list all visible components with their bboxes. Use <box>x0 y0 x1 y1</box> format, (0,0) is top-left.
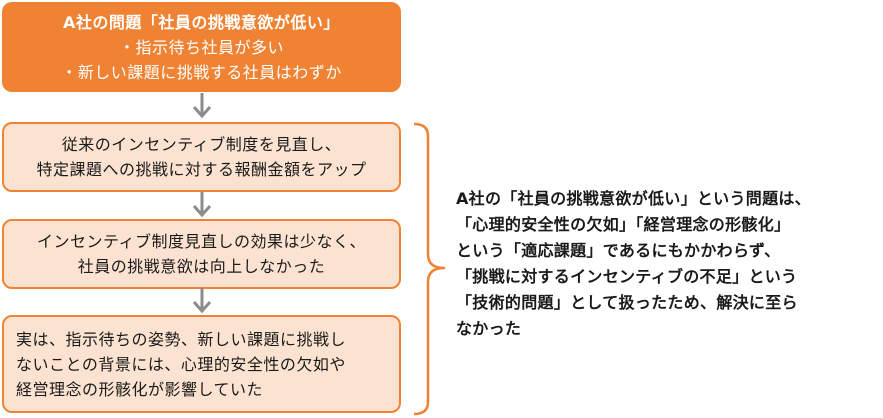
step-text-line: ないことの背景には、心理的安全性の欠如や <box>16 354 346 374</box>
summary-line: という「適応課題」であるにもかかわらず、 <box>456 241 781 260</box>
summary-line: なかった <box>456 319 522 338</box>
step-text-line: 実は、指示待ちの姿勢、新しい課題に挑戦し <box>16 329 347 349</box>
step-box-incentive-review: 従来のインセンティブ制度を見直し、 特定課題への挑戦に対する報酬金額をアップ <box>2 122 401 192</box>
down-arrow <box>192 288 212 314</box>
step-text-line: インセンティブ制度見直しの効果は少なく、 <box>36 232 367 251</box>
problem-point: ・新しい課題に挑戦する社員はわずか <box>61 62 342 82</box>
summary-line: A社の「社員の挑戦意欲が低い」という問題は、 <box>456 189 811 208</box>
problem-title: A社の問題「社員の挑戦意欲が低い」 <box>63 12 340 32</box>
right-curly-brace <box>413 122 446 416</box>
problem-point: ・指示待ち社員が多い <box>118 37 284 57</box>
down-arrow <box>192 192 212 218</box>
summary-line: 「挑戦に対するインセンティブの不足」という <box>456 267 798 286</box>
step-text-line: 特定課題への挑戦に対する報酬金額をアップ <box>36 160 367 179</box>
step-box-result: インセンティブ制度見直しの効果は少なく、 社員の挑戦意欲は向上しなかった <box>2 219 401 289</box>
summary-line: 「技術的問題」として扱ったため、解決に至ら <box>456 293 798 312</box>
step-text-line: 従来のインセンティブ制度を見直し、 <box>61 135 342 154</box>
down-arrow <box>192 93 212 119</box>
step-box-root-cause: 実は、指示待ちの姿勢、新しい課題に挑戦し ないことの背景には、心理的安全性の欠如… <box>2 315 401 413</box>
summary-text: A社の「社員の挑戦意欲が低い」という問題は、 「心理的安全性の欠如」「経営理念の… <box>456 186 876 342</box>
summary-line: 「心理的安全性の欠如」「経営理念の形骸化」 <box>456 215 791 234</box>
problem-box: A社の問題「社員の挑戦意欲が低い」 ・指示待ち社員が多い ・新しい課題に挑戦する… <box>2 2 401 92</box>
step-text-line: 経営理念の形骸化が影響していた <box>16 379 264 399</box>
step-text-line: 社員の挑戦意欲は向上しなかった <box>77 257 326 276</box>
